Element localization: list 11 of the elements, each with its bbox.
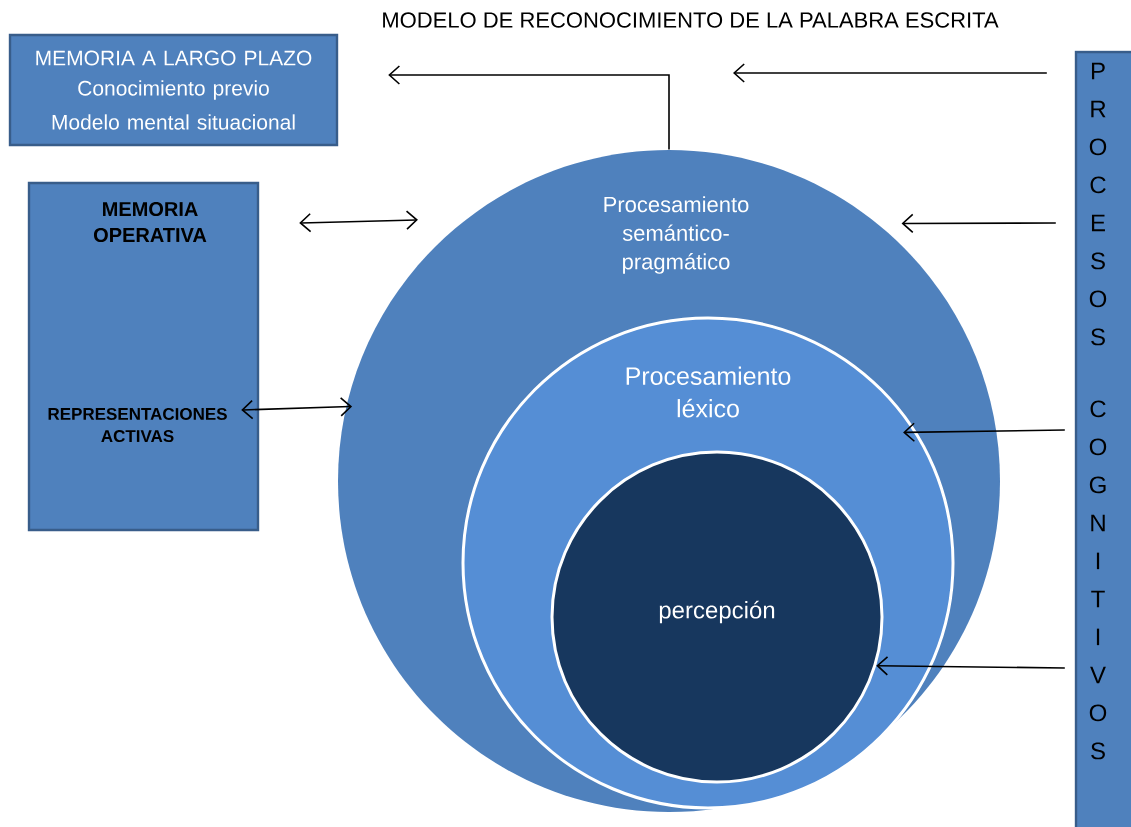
arrow: [901, 213, 1057, 234]
arrow: [241, 397, 353, 420]
arrow: [299, 210, 418, 233]
process-bar: PROCESOS COGNITIVOS: [1074, 50, 1131, 827]
arrow: [733, 63, 1048, 83]
arrow: [388, 65, 670, 151]
arrow: [903, 422, 1066, 443]
memory-box: MEMORIA A LARGO PLAZO Conocimiento previo Modelo mental situacional: [8, 33, 339, 147]
title: MODELO DE RECONOCIMIENTO DE LA PALABRA ESCRITA: [383, 12, 999, 28]
memory-box: MEMORIA OPERATIVA REPRESENTACIONES ACTIVAS: [27, 181, 260, 532]
arrow: [876, 656, 1066, 676]
